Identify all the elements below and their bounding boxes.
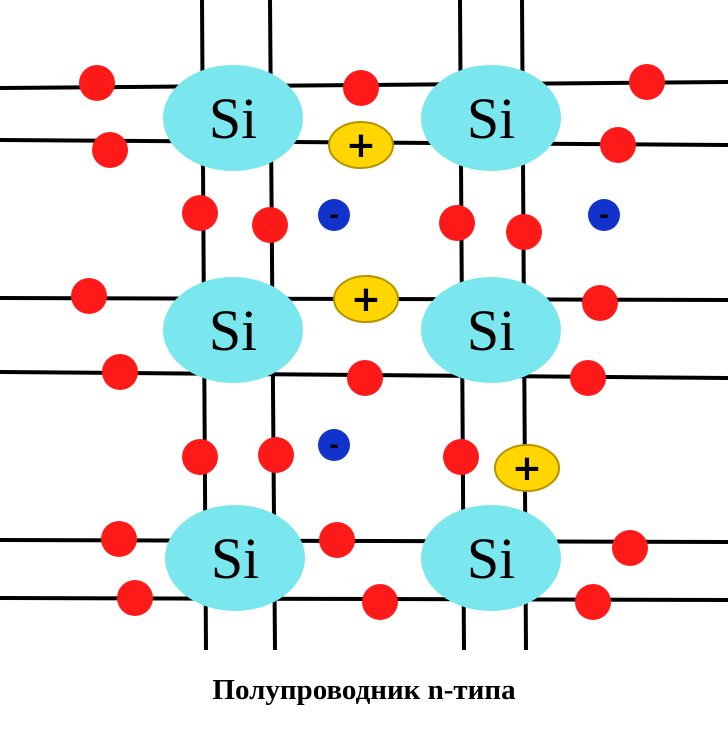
electron-dot <box>362 584 398 620</box>
silicon-atom-label: Si <box>209 86 257 151</box>
electron-dot <box>258 437 294 473</box>
electron-dot <box>182 195 218 231</box>
electron-dot <box>319 522 355 558</box>
plus-sign: + <box>512 448 542 489</box>
positive-hole: + <box>333 275 399 323</box>
silicon-atom: Si <box>163 65 303 171</box>
negative-electron-shape <box>318 199 350 231</box>
electron-dot <box>92 132 128 168</box>
electron-dot <box>439 205 475 241</box>
minus-sign: - <box>329 201 339 229</box>
positive-hole-shape <box>494 444 560 492</box>
electron-dot <box>612 530 648 566</box>
electron-dot <box>570 360 606 396</box>
electron-dot <box>343 70 379 106</box>
silicon-atom-shape <box>163 65 303 171</box>
electron-dot <box>71 278 107 314</box>
negative-electron-shape <box>588 199 620 231</box>
electron-dot <box>629 64 665 100</box>
silicon-atom-label: Si <box>467 526 515 591</box>
silicon-atom: Si <box>421 65 561 171</box>
electron-dot <box>600 127 636 163</box>
silicon-atom: Si <box>421 505 561 611</box>
plus-sign: + <box>351 279 381 320</box>
electron-dot <box>443 439 479 475</box>
electron-dot <box>506 214 542 250</box>
positive-hole-shape <box>333 275 399 323</box>
silicon-atom-shape <box>421 65 561 171</box>
electron-dot <box>582 285 618 321</box>
negative-electron: - <box>318 429 350 461</box>
silicon-atom: Si <box>163 277 303 383</box>
electron-dot <box>79 65 115 101</box>
electron-dot <box>347 360 383 396</box>
electron-dot <box>102 354 138 390</box>
positive-hole-shape <box>328 121 394 169</box>
valence-electrons <box>71 64 665 620</box>
diagram-caption: Полупроводник n-типа <box>212 674 516 706</box>
silicon-atom-shape <box>421 277 561 383</box>
minus-sign: - <box>329 431 339 459</box>
negative-electron: - <box>318 199 350 231</box>
electron-dot <box>101 521 137 557</box>
silicon-atom-shape <box>421 505 561 611</box>
electron-dot <box>575 584 611 620</box>
silicon-atom-label: Si <box>211 526 259 591</box>
negative-electron: - <box>588 199 620 231</box>
silicon-atom-label: Si <box>209 298 257 363</box>
silicon-atom-label: Si <box>467 298 515 363</box>
electron-dot <box>117 580 153 616</box>
plus-sign: + <box>346 125 376 166</box>
minus-sign: - <box>599 201 609 229</box>
positive-hole: + <box>328 121 394 169</box>
electron-dot <box>182 439 218 475</box>
negative-electron-shape <box>318 429 350 461</box>
charge-carriers: + + + - - - <box>318 121 620 492</box>
positive-hole: + <box>494 444 560 492</box>
silicon-atom-shape <box>165 505 305 611</box>
silicon-atom-shape <box>163 277 303 383</box>
silicon-atom: Si <box>165 505 305 611</box>
silicon-atom: Si <box>421 277 561 383</box>
silicon-atom-label: Si <box>467 86 515 151</box>
electron-dot <box>252 207 288 243</box>
